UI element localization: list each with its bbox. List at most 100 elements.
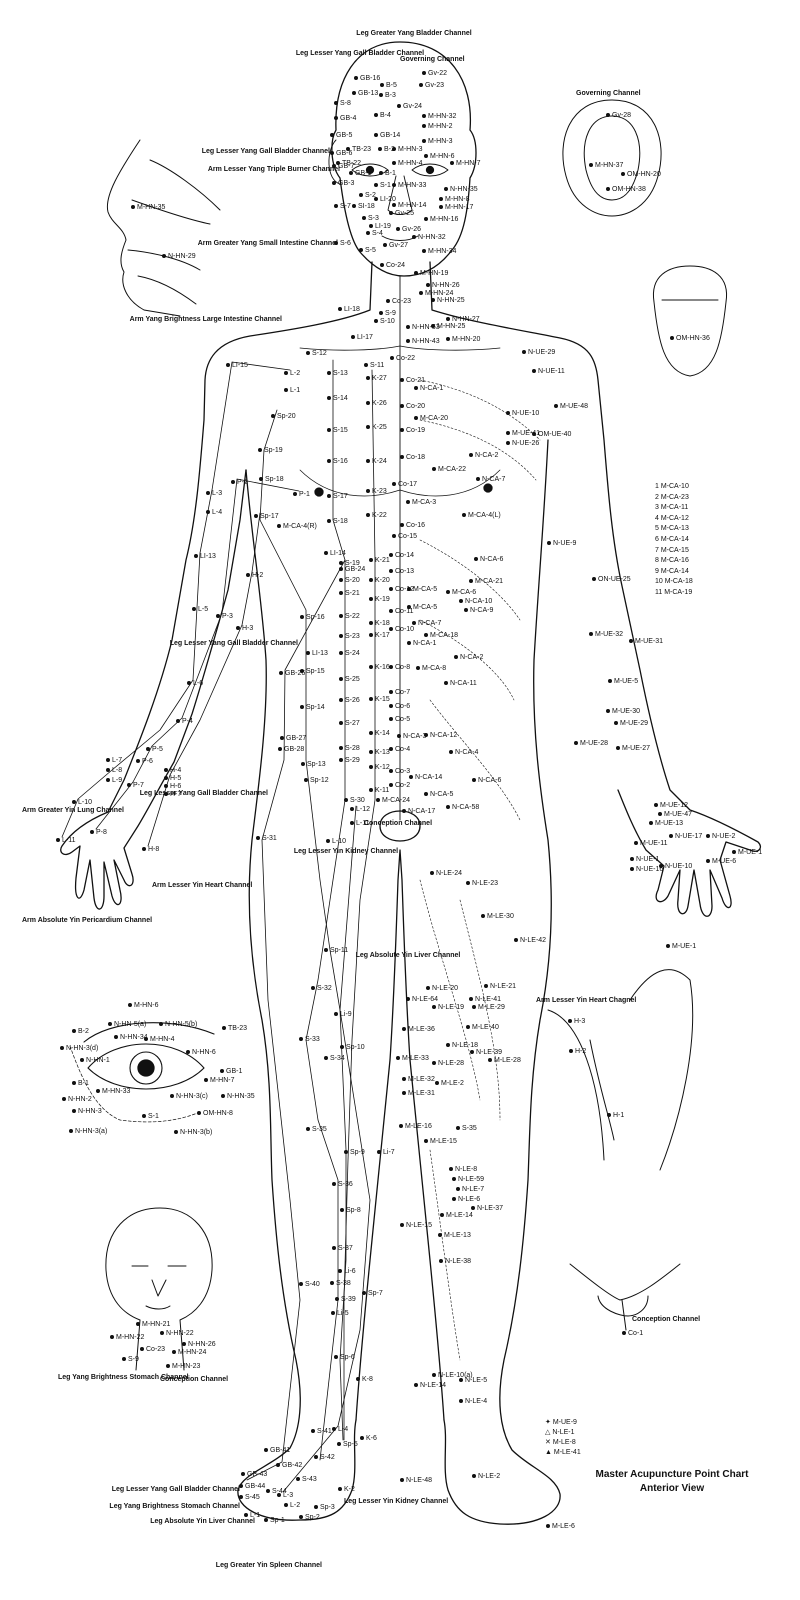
point-marker	[659, 864, 663, 868]
point-label: N-CA-17	[408, 808, 436, 815]
point-marker	[658, 812, 662, 816]
point-label: N-LE-15	[406, 1222, 433, 1229]
point-marker	[606, 187, 610, 191]
point-label: N-LE-39	[476, 1049, 503, 1056]
point-label: N-CA-7	[482, 476, 506, 483]
point-label: S-19	[345, 560, 360, 567]
point-marker	[164, 776, 168, 780]
point-label: N-HN-6	[192, 1049, 216, 1056]
point-marker	[380, 263, 384, 267]
point-marker	[344, 1150, 348, 1154]
ear	[328, 139, 341, 185]
point-marker	[438, 1233, 442, 1237]
inset-nasal-section	[106, 139, 221, 317]
point-label: S-35	[462, 1125, 477, 1132]
point-label: S-1	[380, 182, 391, 189]
point-marker	[389, 704, 393, 708]
point-label: S-38	[336, 1280, 351, 1287]
channel-label-conception-torso: Conception Channel	[363, 820, 433, 827]
point-marker	[444, 681, 448, 685]
point-marker	[452, 1197, 456, 1201]
point-marker	[506, 431, 510, 435]
point-label: Co-1	[628, 1330, 644, 1337]
point-label: GB-3	[338, 180, 355, 187]
point-marker	[568, 1019, 572, 1023]
point-label: H-5	[170, 775, 182, 782]
liver-channel-line	[282, 805, 371, 1493]
point-marker	[106, 768, 110, 772]
point-marker	[69, 1129, 73, 1133]
point-label: LI-13	[200, 553, 216, 560]
point-marker	[459, 1399, 463, 1403]
channel-label-large-intestine: Arm Yang Brightness Large Intestine Chan…	[129, 316, 282, 323]
point-label: N-LE-14	[420, 1382, 447, 1389]
point-marker	[532, 369, 536, 373]
point-label: S-21	[345, 590, 360, 597]
point-label: H-2	[575, 1048, 587, 1055]
point-marker	[339, 746, 343, 750]
point-marker	[204, 1078, 208, 1082]
point-label: S-14	[333, 395, 348, 402]
point-marker	[277, 1493, 281, 1497]
point-marker	[386, 299, 390, 303]
point-marker	[432, 1005, 436, 1009]
point-label: N-CA-6	[478, 777, 502, 784]
point-marker	[277, 524, 281, 528]
point-marker	[142, 847, 146, 851]
point-marker	[159, 1022, 163, 1026]
point-label: Sp-10	[346, 1044, 365, 1051]
point-label: S-1	[148, 1113, 159, 1120]
point-marker	[614, 721, 618, 725]
point-label: GB-13	[358, 90, 379, 97]
point-marker	[412, 621, 416, 625]
point-marker	[231, 480, 235, 484]
point-label: N-HN-2	[68, 1096, 92, 1103]
point-marker	[471, 1206, 475, 1210]
point-label: GB-7	[338, 163, 355, 170]
point-marker	[462, 513, 466, 517]
point-marker	[654, 803, 658, 807]
point-marker	[589, 163, 593, 167]
point-marker	[300, 615, 304, 619]
point-label: M-UE-1	[672, 943, 697, 950]
point-marker	[146, 747, 150, 751]
point-marker	[414, 1383, 418, 1387]
point-label: S-11	[370, 362, 385, 369]
point-marker	[340, 1045, 344, 1049]
point-marker	[608, 679, 612, 683]
point-label: S-43	[302, 1476, 317, 1483]
point-label: N-HN-3(b)	[180, 1129, 213, 1136]
legend-numbered-item: 3 M-CA-11	[655, 504, 689, 512]
point-marker	[432, 1061, 436, 1065]
point-label: K-22	[372, 512, 387, 519]
channel-label-triple-burner: Arm Lesser Yang Triple Burner Channel	[207, 166, 340, 173]
point-label: S-12	[312, 350, 327, 357]
point-label: M-UE-1	[738, 849, 763, 856]
point-marker	[424, 154, 428, 158]
point-label: Li-7	[383, 1149, 395, 1156]
point-label: Sp-17	[260, 513, 279, 520]
point-label: Sp-20	[277, 413, 296, 420]
channel-label-bladder-top: Leg Greater Yang Bladder Channel	[356, 30, 472, 37]
point-label: M-CA-8	[422, 665, 447, 672]
lung-channel-line	[61, 361, 291, 838]
legend-symbol-label: M-LE-41	[553, 1449, 581, 1456]
point-label: S-44	[272, 1488, 287, 1495]
point-label: H-8	[148, 846, 160, 853]
point-label: GB-4	[340, 115, 357, 122]
point-marker	[472, 778, 476, 782]
point-marker	[574, 741, 578, 745]
point-label: L-3	[212, 490, 223, 497]
point-label: M-CA-5	[413, 604, 438, 611]
point-marker	[301, 762, 305, 766]
point-marker	[426, 283, 430, 287]
point-marker	[392, 183, 396, 187]
point-label: Sp-15	[306, 668, 325, 675]
point-marker	[554, 404, 558, 408]
point-label: S-20	[345, 577, 360, 584]
point-label: N-HN-22	[166, 1330, 194, 1337]
channel-label-foot-gall: Leg Lesser Yang Gall Bladder Channel	[111, 1486, 240, 1493]
point-label: Co-8	[395, 664, 411, 671]
point-marker	[669, 834, 673, 838]
point-label: H-1	[613, 1112, 625, 1119]
